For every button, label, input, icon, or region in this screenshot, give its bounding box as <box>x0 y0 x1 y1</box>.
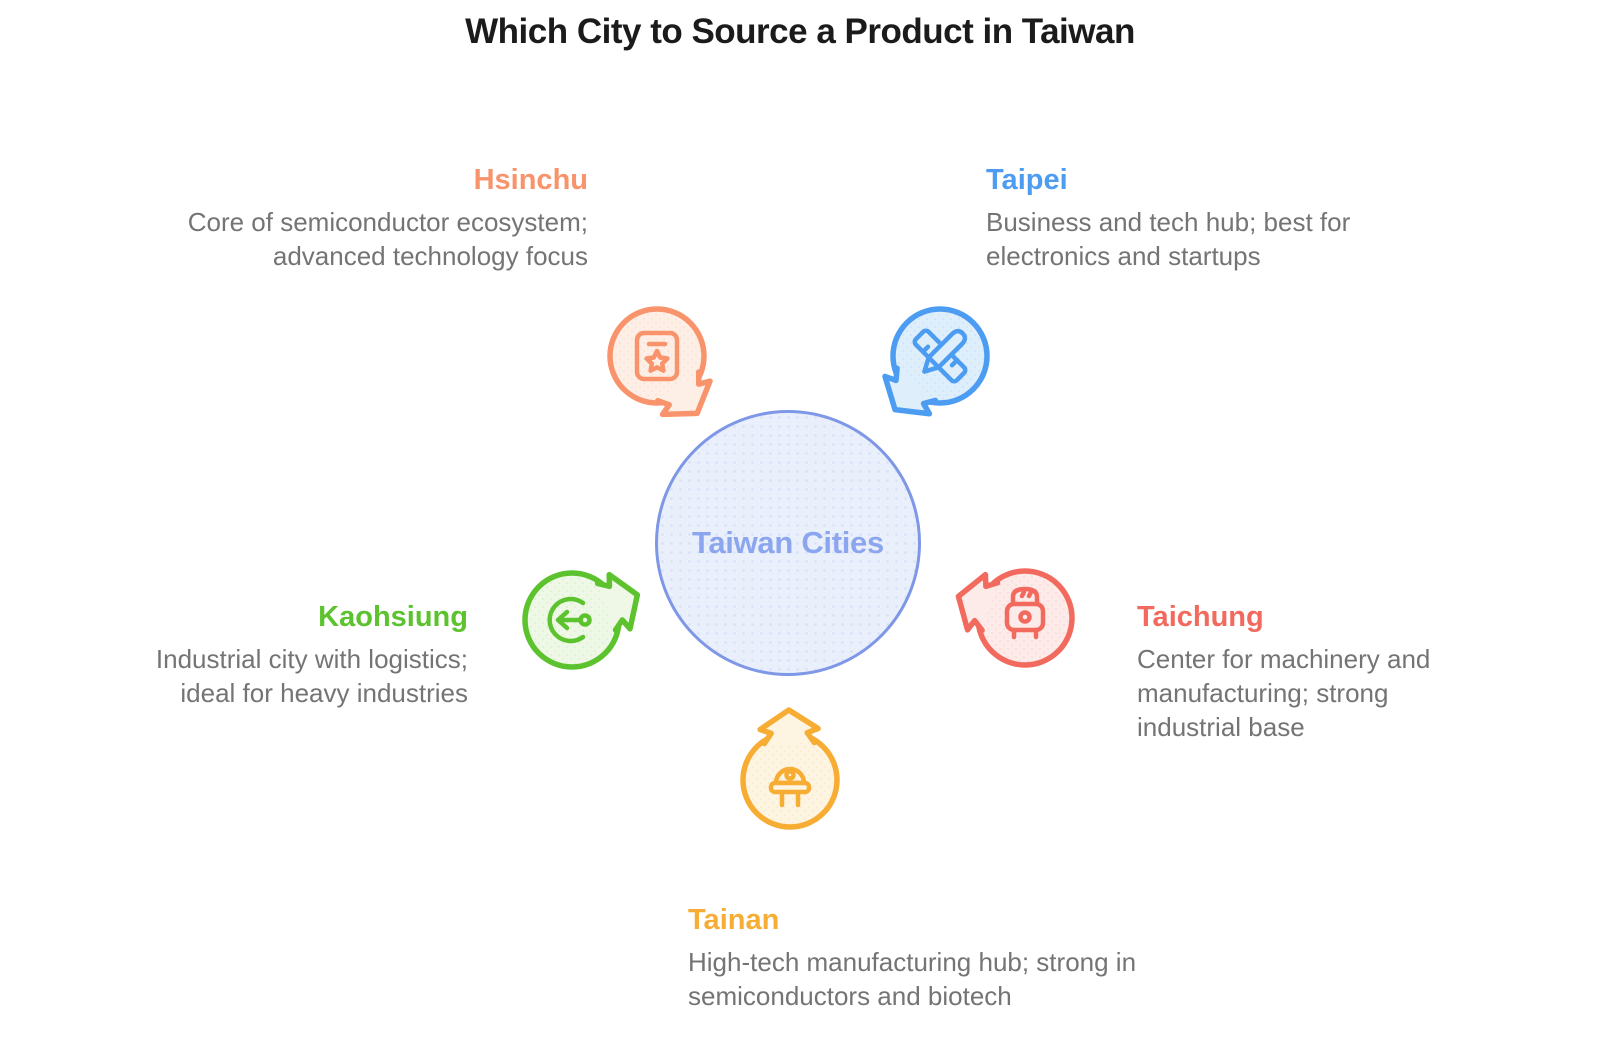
taipei-label: Taipei <box>986 164 1068 196</box>
arrow-to-center <box>757 707 821 747</box>
taipei-text-block: Taipei Business and tech hub; best for e… <box>986 163 1350 273</box>
center-dot-texture <box>658 413 918 673</box>
taichung-label: Taichung <box>1137 601 1264 633</box>
taichung-bubble <box>955 568 1075 668</box>
kaohsiung-text-block: Kaohsiung Industrial city with logistics… <box>156 600 468 710</box>
center-group: Taiwan Cities <box>655 410 921 676</box>
led-component-icon <box>768 766 812 808</box>
tainan-description: High-tech manufacturing hub; strong in s… <box>688 947 1137 1011</box>
taichung-text-block: Taichung Center for machinery and manufa… <box>1137 600 1430 744</box>
toaster-icon <box>1004 586 1046 640</box>
kaohsiung-bubble <box>522 570 641 670</box>
tainan-label: Tainan <box>688 904 780 936</box>
arrow-to-center <box>882 365 939 417</box>
center-circle-label: Taiwan Cities <box>692 525 884 560</box>
pencil-ruler-icon <box>912 328 968 384</box>
sign-in-arrow-icon <box>547 596 592 644</box>
tainan-bubble <box>740 707 840 830</box>
hsinchu-label: Hsinchu <box>473 164 588 196</box>
kaohsiung-description: Industrial city with logistics; ideal fo… <box>155 644 468 708</box>
arrow-to-center <box>594 571 641 633</box>
arrow-to-center <box>654 369 713 418</box>
hsinchu-text-block: Hsinchu Core of semiconductor ecosystem;… <box>188 163 588 273</box>
kaohsiung-label: Kaohsiung <box>318 601 468 633</box>
taipei-bubble <box>882 306 990 417</box>
taipei-description: Business and tech hub; best for electron… <box>986 207 1351 271</box>
tainan-text-block: Tainan High-tech manufacturing hub; stro… <box>688 903 1136 1013</box>
hsinchu-bubble <box>607 306 713 418</box>
taichung-description: Center for machinery and manufacturing; … <box>1137 644 1431 742</box>
page-title: Which City to Source a Product in Taiwan <box>465 12 1135 51</box>
hsinchu-description: Core of semiconductor ecosystem; advance… <box>187 207 588 271</box>
arrow-to-center <box>955 571 1001 634</box>
certificate-badge-icon <box>634 330 680 382</box>
